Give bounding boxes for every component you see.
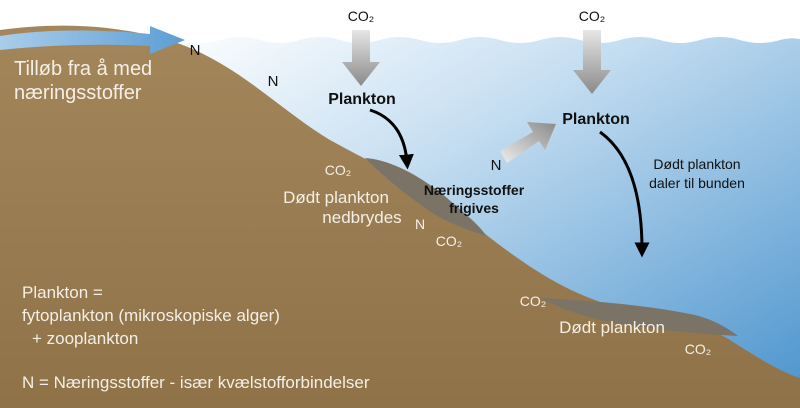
legend-plankton-line2: fytoplankton (mikroskopiske alger) bbox=[22, 306, 280, 325]
co2-label-slope-upper: CO₂ bbox=[325, 162, 351, 178]
sediment-bottom bbox=[540, 298, 738, 336]
plankton-label-left: Plankton bbox=[328, 91, 396, 108]
co2-label-bottom-left: CO₂ bbox=[520, 293, 546, 309]
sediment-slope bbox=[365, 158, 486, 236]
n-label-water: N bbox=[268, 73, 279, 90]
co2-label-top-left: CO₂ bbox=[348, 8, 374, 24]
dead-bottom-label: Dødt plankton bbox=[559, 318, 665, 337]
nutrient-release-arrow bbox=[500, 122, 556, 163]
plankton-label-right: Plankton bbox=[562, 111, 630, 128]
inflow-label-line1: Tilløb fra å med bbox=[14, 58, 152, 80]
n-label-slope: N bbox=[415, 216, 425, 232]
dead-sinks-line1: Dødt plankton bbox=[653, 156, 740, 172]
inflow-arrow bbox=[0, 26, 185, 54]
co2-arrow-left bbox=[342, 30, 380, 86]
plankton-sink-arrow-left bbox=[369, 108, 414, 170]
nutrients-released-line1: Næringsstoffer bbox=[424, 182, 525, 198]
plankton-sink-arrow-right bbox=[599, 130, 650, 258]
co2-arrow-right bbox=[573, 30, 611, 94]
dead-decomposed-line2: nedbrydes bbox=[322, 208, 401, 227]
inflow-label-line2: næringsstoffer bbox=[14, 82, 142, 104]
co2-label-bottom-right: CO₂ bbox=[685, 341, 711, 357]
n-label-inflow: N bbox=[190, 42, 201, 59]
legend-plankton-line1: Plankton = bbox=[22, 283, 103, 302]
legend-n-definition: N = Næringsstoffer - især kvælstofforbin… bbox=[22, 373, 370, 392]
dead-sinks-line2: daler til bunden bbox=[649, 175, 745, 191]
co2-label-top-right: CO₂ bbox=[579, 8, 605, 24]
legend-plankton-line3: + zooplankton bbox=[32, 329, 138, 348]
nutrients-released-line2: frigives bbox=[449, 200, 499, 216]
n-label-release: N bbox=[491, 157, 502, 174]
dead-decomposed-line1: Dødt plankton bbox=[283, 188, 389, 207]
co2-label-slope-lower: CO₂ bbox=[436, 233, 462, 249]
